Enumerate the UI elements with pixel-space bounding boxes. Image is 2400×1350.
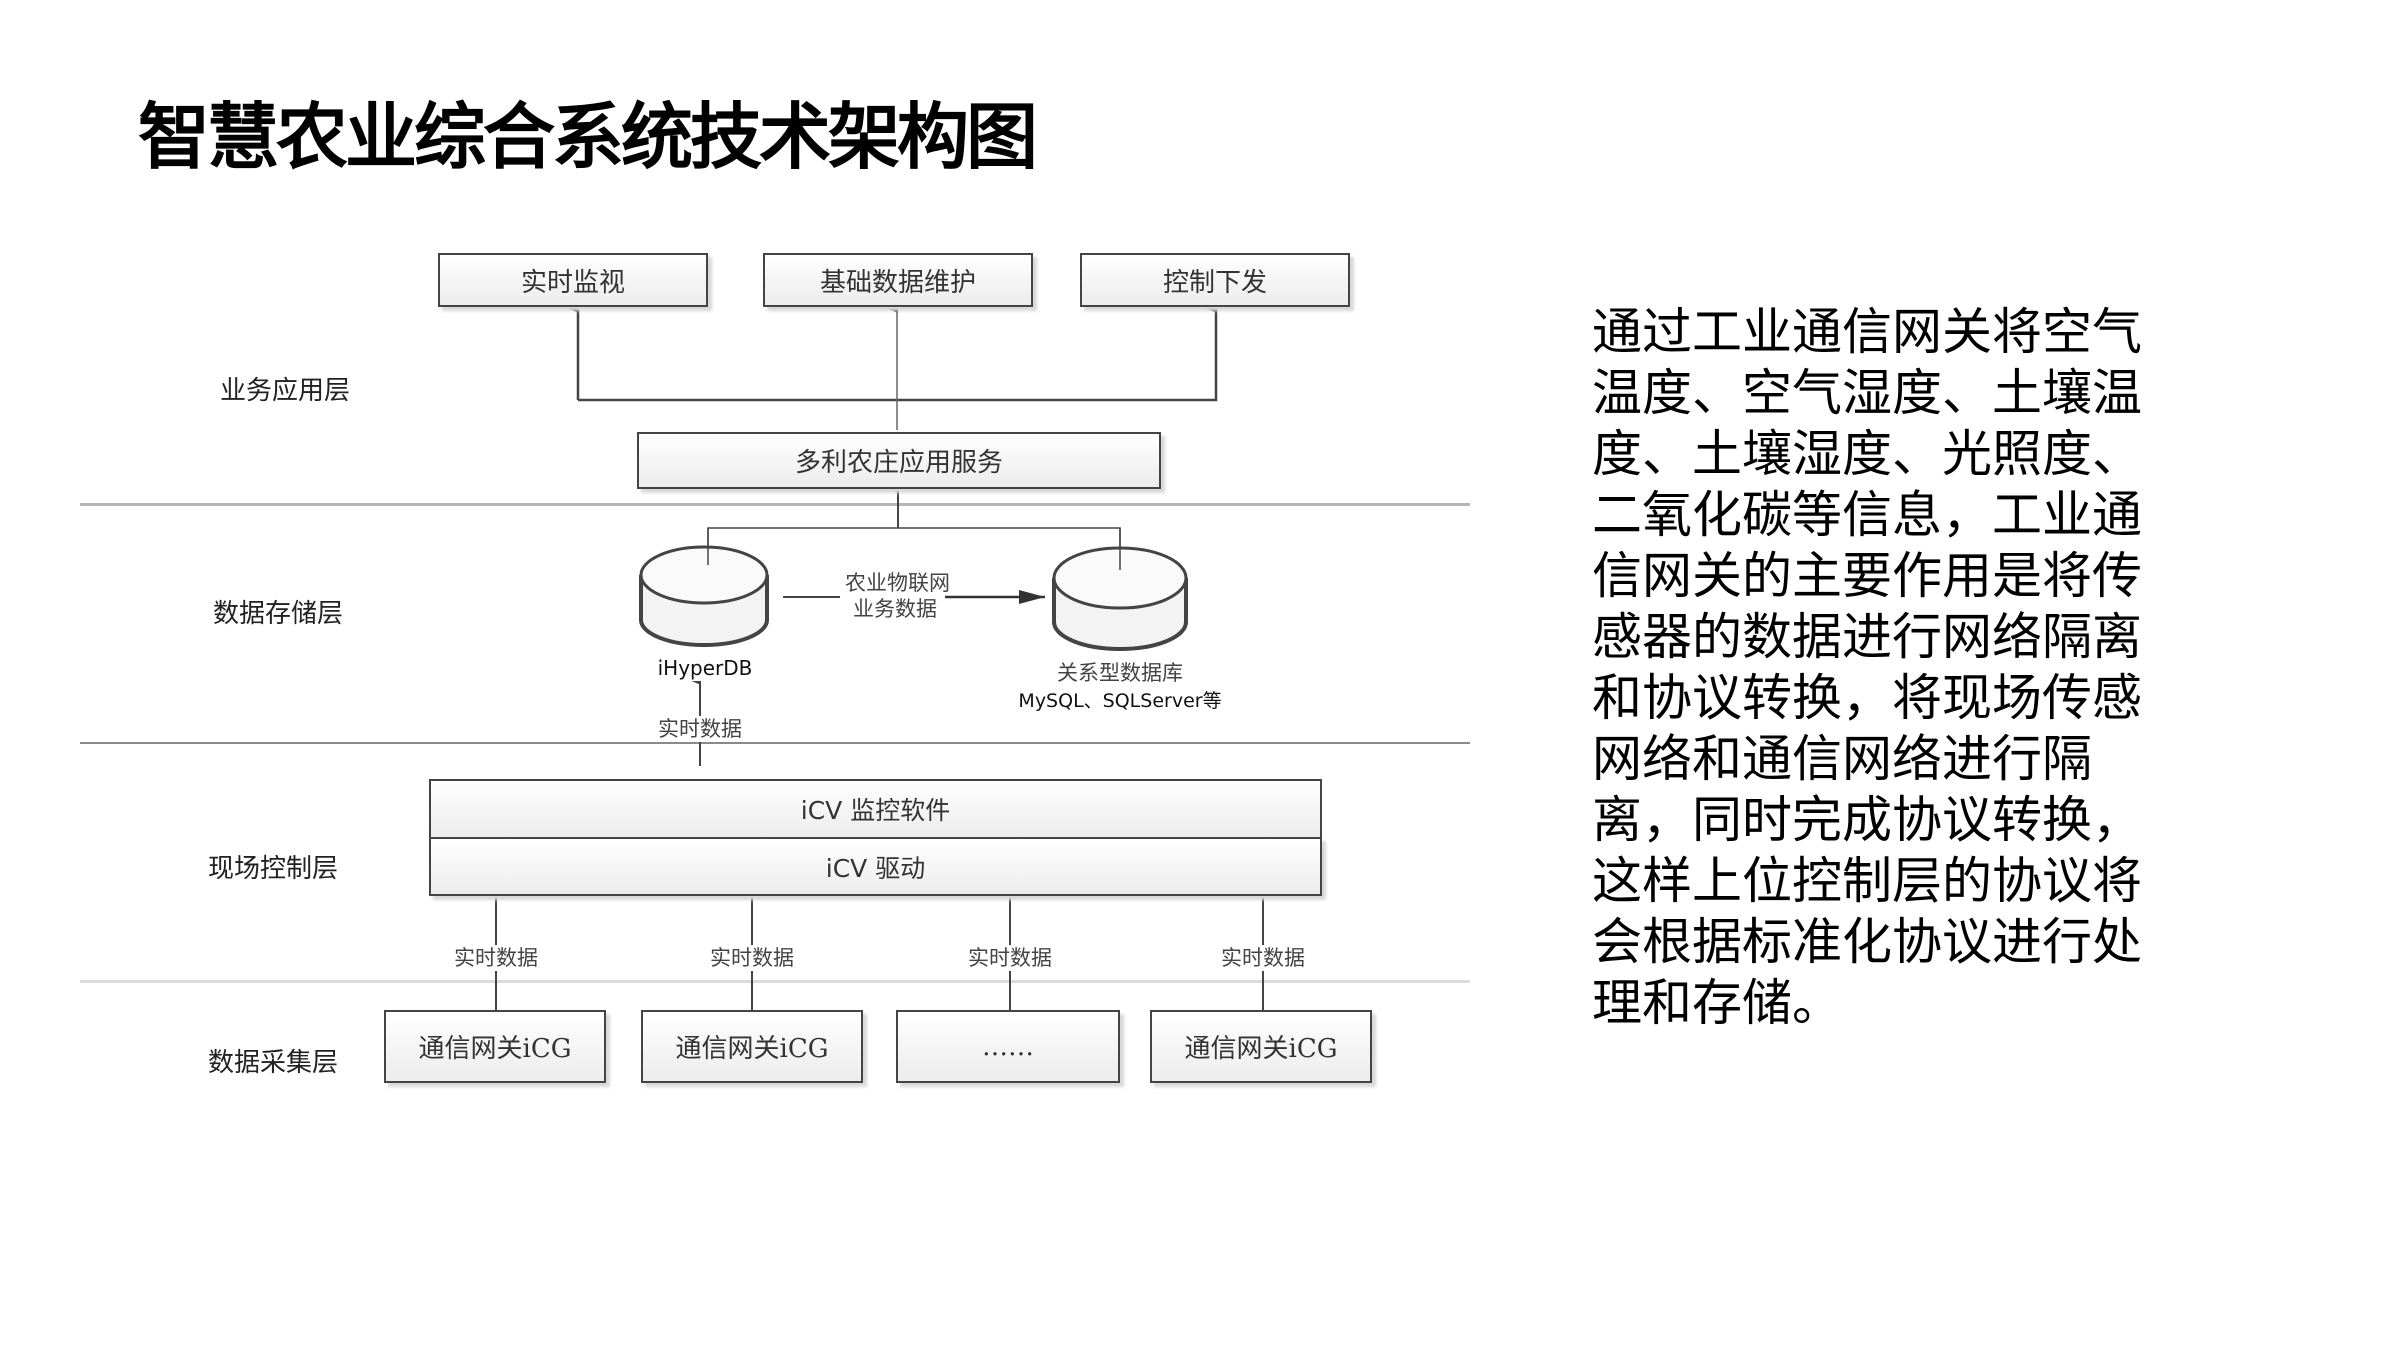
flow-label-realtime-data: 实时数据: [446, 945, 546, 971]
app-box-realtime-monitor: 实时监视: [438, 253, 708, 307]
db-link-label-line1: 农业物联网: [845, 570, 950, 596]
icv-driver-box: iCV 驱动: [429, 837, 1322, 896]
layer-label-application: 业务应用层: [220, 376, 351, 406]
relational-db-label: 关系型数据库: [1040, 660, 1200, 686]
icv-monitor-software-box: iCV 监控软件: [429, 779, 1322, 838]
app-box-data-maintenance: 基础数据维护: [763, 253, 1033, 307]
layer-divider: [80, 742, 1470, 744]
layer-divider: [80, 503, 1470, 506]
ihyperdb-cylinder-shape: [639, 545, 769, 647]
relational-db-examples: MySQL、SQLServer等: [1000, 688, 1240, 714]
app-box-control-dispatch: 控制下发: [1080, 253, 1350, 307]
layer-label-collection: 数据采集层: [208, 1048, 339, 1078]
flow-label-realtime-data: 实时数据: [650, 716, 750, 742]
page-title: 智慧农业综合系统技术架构图: [138, 95, 1038, 179]
flow-label-realtime-data: 实时数据: [702, 945, 802, 971]
flow-label-realtime-data: 实时数据: [1213, 945, 1313, 971]
layer-divider: [80, 980, 1470, 983]
layer-label-storage: 数据存储层: [213, 599, 344, 629]
service-to-apps-connector: [567, 303, 1218, 402]
db-link-label-line2: 业务数据: [845, 596, 945, 622]
app-service-box: 多利农庄应用服务: [637, 432, 1161, 489]
relational-db-cylinder-shape: [1052, 546, 1188, 651]
gateway-to-control-arrows: [485, 887, 1264, 1010]
description-text: 通过工业通信网关将空气温度、空气湿度、土壤温度、土壤湿度、光照度、二氧化碳等信息…: [1592, 303, 2142, 1032]
flow-label-realtime-data: 实时数据: [960, 945, 1060, 971]
gateway-box: 通信网关iCG: [1150, 1010, 1372, 1083]
gateway-box: 通信网关iCG: [641, 1010, 863, 1083]
connector-lines: [485, 303, 1264, 1010]
gateway-box-ellipsis: ……: [896, 1010, 1120, 1083]
gateway-box: 通信网关iCG: [384, 1010, 606, 1083]
db-to-service-connector: [707, 483, 1121, 560]
ihyperdb-label: iHyperDB: [650, 655, 760, 681]
layer-label-control: 现场控制层: [208, 854, 339, 884]
